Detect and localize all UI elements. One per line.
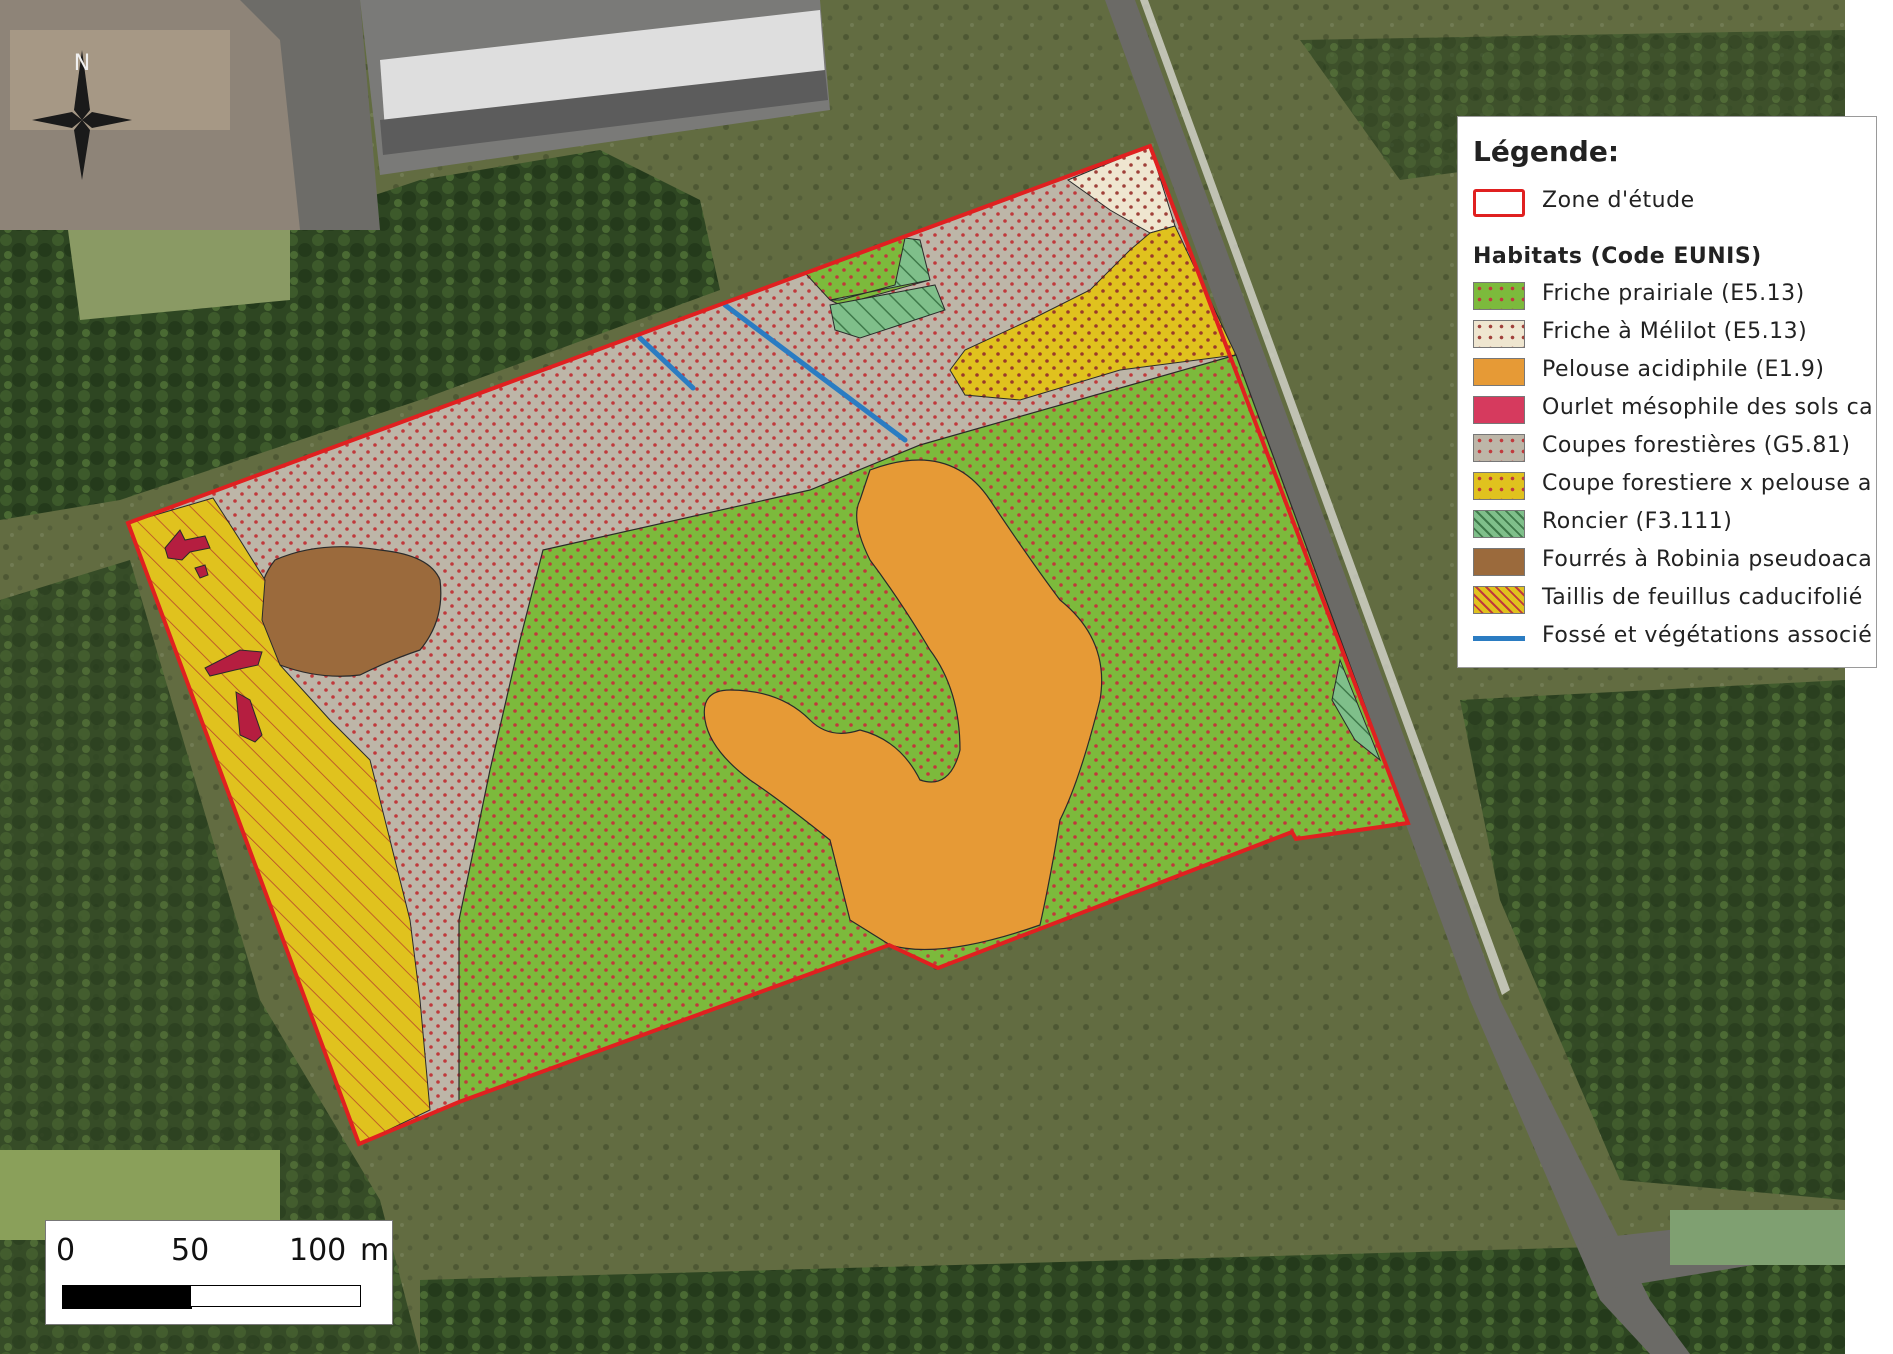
legend-item-roncier: Roncier (F3.111) (1473, 508, 1893, 540)
ditch-line (722, 302, 908, 443)
legend-item-coupe-pelouse: Coupe forestiere x pelouse a (1473, 470, 1893, 502)
legend-swatch (1473, 434, 1525, 462)
ditch-line (637, 335, 696, 391)
factory-roof (380, 10, 825, 130)
scale-segment-white (190, 1285, 361, 1307)
legend-swatch (1473, 586, 1525, 614)
legend-label: Fossé et végétations associé (1542, 623, 1873, 648)
legend-item-fourres-robinia: Fourrés à Robinia pseudoaca (1473, 546, 1893, 578)
habitat-coupe-pelouse (949, 225, 1237, 401)
habitat-ourlet-mesophile (204, 649, 263, 677)
habitat-ourlet-mesophile (194, 564, 209, 579)
habitat-ourlet-mesophile (235, 691, 263, 743)
legend-label: Taillis de feuillus caducifolié (1542, 585, 1863, 610)
legend-label: Roncier (F3.111) (1542, 509, 1733, 534)
legend-swatch (1473, 396, 1525, 424)
habitat-ourlet-mesophile (164, 529, 211, 561)
forest-area (420, 1240, 1845, 1354)
legend-section-heading: Habitats (Code EUNIS) (1473, 244, 1762, 269)
legend-item-friche-prairiale: Friche prairiale (E5.13) (1473, 280, 1893, 312)
scale-unit: m (360, 1233, 390, 1268)
legend-swatch (1473, 510, 1525, 538)
legend-swatch (1473, 282, 1525, 310)
legend-item-study-zone: Zone d'étude (1473, 187, 1893, 219)
study-zone-outline (125, 143, 1411, 1147)
scale-segment-black (62, 1285, 192, 1309)
legend-item-fosse: Fossé et végétations associé (1473, 622, 1893, 654)
north-arrow-icon: N (32, 50, 132, 180)
scale-label-100: 100 (289, 1233, 347, 1268)
pond (1670, 1210, 1845, 1265)
map-legend: Légende: Zone d'étude Habitats (Code EUN… (1457, 116, 1877, 668)
habitat-taillis-feuillus (127, 497, 431, 1145)
study-zone-swatch (1473, 189, 1525, 217)
scale-bar: 0 50 100 m (45, 1220, 393, 1325)
parking (240, 0, 380, 230)
legend-swatch (1473, 624, 1525, 652)
forest-area (1460, 680, 1845, 1200)
legend-label: Pelouse acidiphile (E1.9) (1542, 357, 1825, 382)
legend-label: Friche à Mélilot (E5.13) (1542, 319, 1808, 344)
legend-swatch (1473, 472, 1525, 500)
scale-label-0: 0 (56, 1233, 76, 1268)
legend-swatch (1473, 358, 1525, 386)
legend-label: Friche prairiale (E5.13) (1542, 281, 1805, 306)
legend-item-ourlet-mesophile: Ourlet mésophile des sols ca (1473, 394, 1893, 426)
legend-label: Zone d'étude (1542, 188, 1695, 213)
legend-item-friche-melilot: Friche à Mélilot (E5.13) (1473, 318, 1893, 350)
legend-title: Légende: (1473, 135, 1620, 168)
legend-label: Ourlet mésophile des sols ca (1542, 395, 1874, 420)
forest-area (1300, 30, 1845, 180)
habitat-layers (127, 145, 1409, 1145)
legend-label: Fourrés à Robinia pseudoaca (1542, 547, 1873, 572)
road (1105, 0, 1690, 1354)
north-label: N (74, 51, 90, 76)
legend-item-coupes-forestieres: Coupes forestières (G5.81) (1473, 432, 1893, 464)
legend-label: Coupes forestières (G5.81) (1542, 433, 1851, 458)
habitat-roncier (1331, 658, 1382, 762)
legend-swatch (1473, 320, 1525, 348)
legend-label: Coupe forestiere x pelouse a (1542, 471, 1872, 496)
legend-item-taillis-feuillus: Taillis de feuillus caducifolié (1473, 584, 1893, 616)
habitat-roncier (829, 284, 946, 339)
legend-item-pelouse-acidiphile: Pelouse acidiphile (E1.9) (1473, 356, 1893, 388)
legend-swatch (1473, 548, 1525, 576)
scale-label-50: 50 (171, 1233, 210, 1268)
habitat-pelouse-acidiphile (703, 459, 1103, 951)
